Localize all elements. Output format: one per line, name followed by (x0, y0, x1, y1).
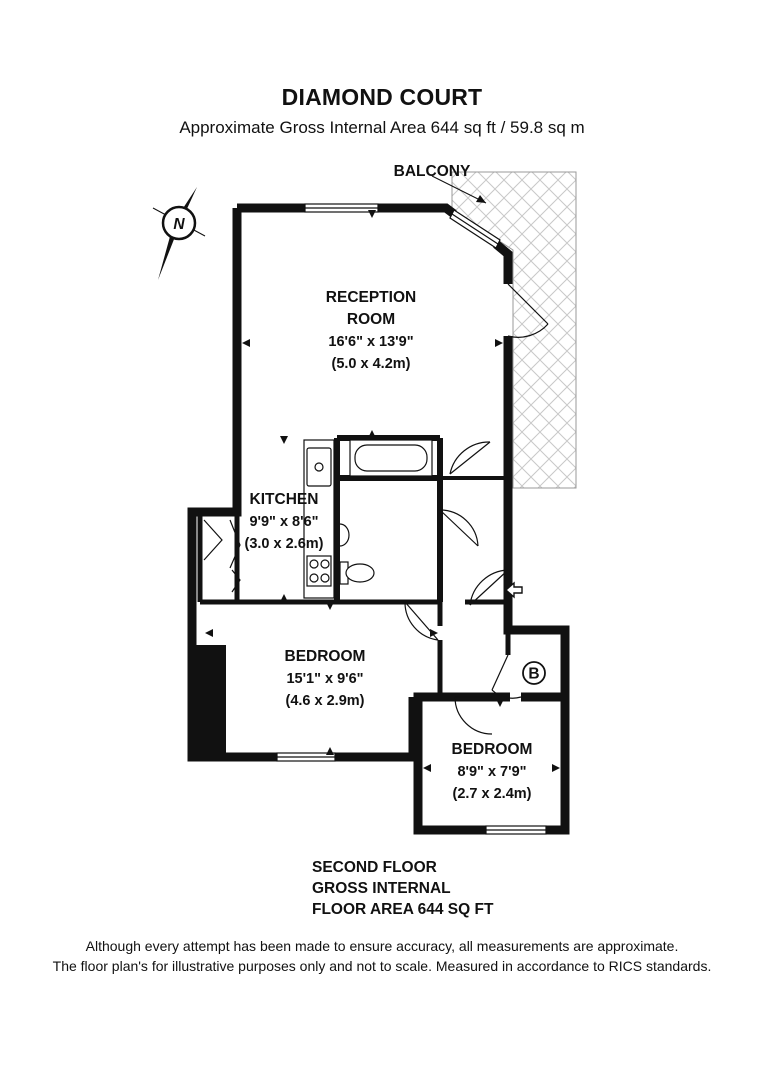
balcony-pointer-arrow-icon (431, 175, 487, 204)
disclaimer-line1: Although every attempt has been made to … (85, 938, 679, 954)
disclaimer: Although every attempt has been made to … (0, 936, 764, 976)
measurement-arrows (205, 210, 560, 772)
reception-name-1: RECEPTION (326, 289, 416, 306)
boiler-icon: B (522, 661, 546, 685)
bathroom-sink (339, 523, 350, 547)
bedroom2-imperial: 8'9" x 7'9" (457, 764, 526, 780)
wall-column (192, 645, 226, 757)
balcony-label: BALCONY (394, 163, 471, 180)
floor-info-line3: FLOOR AREA 644 SQ FT (312, 901, 494, 918)
doors (203, 283, 549, 735)
reception-name-2: ROOM (347, 311, 395, 328)
balcony-area (451, 171, 577, 489)
floor-info-line1: SECOND FLOOR (312, 859, 437, 876)
floor-info-line2: GROSS INTERNAL (312, 880, 451, 897)
bedroom2-metric: (2.7 x 2.4m) (453, 786, 532, 802)
windows (276, 203, 547, 835)
bathtub (349, 439, 433, 477)
kitchen-name: KITCHEN (250, 491, 319, 508)
bedroom1-name: BEDROOM (285, 648, 366, 665)
kitchen-imperial: 9'9" x 8'6" (249, 514, 318, 530)
reception-imperial: 16'6" x 13'9" (328, 334, 413, 350)
walls (187, 203, 570, 835)
bedroom2-name: BEDROOM (452, 741, 533, 758)
kitchen-metric: (3.0 x 2.6m) (245, 536, 324, 552)
toilet (339, 561, 375, 585)
compass-north-icon: N (152, 187, 206, 280)
plan-subtitle: Approximate Gross Internal Area 644 sq f… (179, 118, 585, 137)
disclaimer-line2: The floor plan's for illustrative purpos… (52, 958, 712, 974)
front-door-arrow-icon (504, 581, 523, 599)
compass-letter: N (173, 216, 185, 233)
floor-area-summary: SECOND FLOOR GROSS INTERNAL FLOOR AREA 6… (312, 857, 493, 920)
plan-title: DIAMOND COURT (281, 84, 483, 110)
boiler-symbol: B (528, 666, 539, 683)
bedroom1-metric: (4.6 x 2.9m) (286, 693, 365, 709)
reception-metric: (5.0 x 4.2m) (332, 356, 411, 372)
bedroom1-imperial: 15'1" x 9'6" (286, 671, 363, 687)
kitchen-counter (303, 439, 335, 599)
